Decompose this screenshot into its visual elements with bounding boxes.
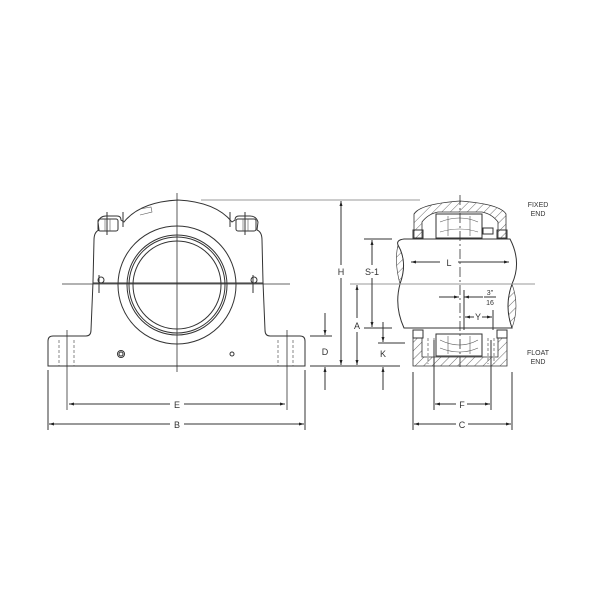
offset-fraction-denominator: 16 [486,300,494,307]
section-view: L 3" 16 Y F C FIXED END FLOAT END [396,195,550,430]
dowel-left-icon [97,276,105,284]
fixed-end-label-line1: FIXED [528,202,549,209]
dim-label-s1: S-1 [365,267,379,277]
offset-fraction-numerator: 3" [487,290,494,297]
dim-label-h: H [338,267,345,277]
vertical-dimensions: H D A S-1 K [322,201,405,390]
housing-outline [47,199,306,367]
dim-label-c: C [459,420,466,430]
dim-label-d: D [322,347,329,357]
front-view: E B [47,193,306,430]
dowel-right-icon [250,276,258,284]
dim-label-f: F [459,400,465,410]
dim-label-k: K [380,349,386,359]
float-end-label-line2: END [531,359,546,366]
bolt-nut-left [97,218,119,232]
dim-label-b: B [174,420,180,430]
fixed-end-label-line2: END [531,211,546,218]
dim-label-y: Y [475,312,481,322]
dim-label-a: A [354,321,360,331]
float-end-label-line1: FLOAT [527,350,550,357]
bolt-nut-right [235,218,257,232]
dim-label-l: L [446,258,451,268]
dim-label-e: E [174,400,180,410]
